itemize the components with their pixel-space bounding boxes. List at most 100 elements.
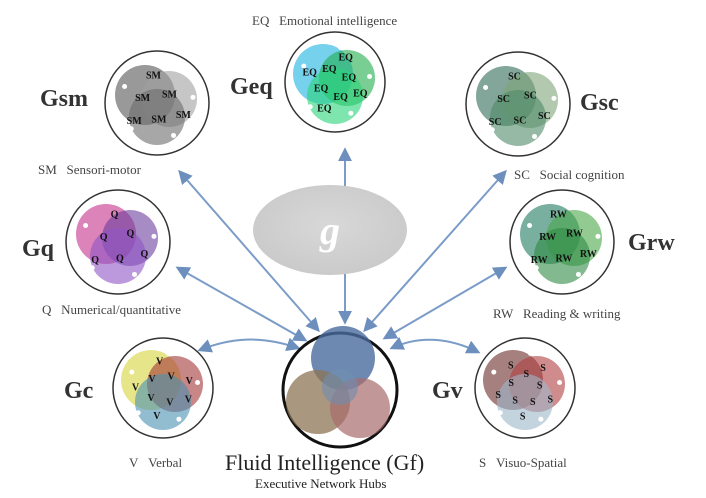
gq-dot bbox=[121, 203, 127, 209]
gq-inner-label: Q bbox=[116, 253, 124, 264]
center-subtitle: Executive Network Hubs bbox=[255, 476, 387, 491]
geq-inner-label: EQ bbox=[302, 67, 317, 78]
geq-dot bbox=[337, 44, 343, 50]
gsm-description: SM Sensori-motor bbox=[38, 162, 141, 177]
geq-blob-2 bbox=[307, 68, 363, 124]
gsm-dot bbox=[171, 132, 177, 138]
gc-blob-2 bbox=[135, 374, 191, 430]
gsm-dot bbox=[190, 94, 196, 100]
grw-inner-label: RW bbox=[550, 210, 567, 221]
center-title: Fluid Intelligence (Gf) bbox=[225, 450, 425, 475]
gsm-dot bbox=[160, 64, 166, 70]
gq-inner-label: Q bbox=[91, 255, 99, 266]
gsm-inner-label: SM bbox=[135, 93, 151, 104]
gc-inner-label: V bbox=[148, 374, 156, 385]
gsm-inner-label: SM bbox=[162, 90, 178, 101]
gsc-code: Gsc bbox=[580, 90, 619, 116]
gsm-inner-label: SM bbox=[127, 116, 143, 127]
gsc-dot bbox=[532, 133, 538, 139]
grw-dot bbox=[576, 271, 582, 277]
gv-inner-label: S bbox=[524, 369, 530, 380]
geq-inner-label: EQ bbox=[322, 64, 337, 75]
gq-dot bbox=[151, 233, 157, 239]
gsc-inner-label: SC bbox=[497, 94, 510, 105]
gc-inner-label: V bbox=[186, 376, 194, 387]
gc-dot bbox=[176, 416, 182, 422]
gc-dot bbox=[129, 369, 135, 375]
grw-inner-label: RW bbox=[555, 253, 572, 264]
gsc-dot bbox=[483, 84, 489, 90]
gf-hub-node bbox=[281, 326, 399, 449]
gc-inner-label: V bbox=[168, 371, 176, 382]
gq-inner-label: Q bbox=[127, 229, 135, 240]
gq-dot bbox=[83, 222, 89, 228]
gv-dot bbox=[538, 416, 544, 422]
gv-dot bbox=[557, 380, 563, 386]
gsc-inner-label: SC bbox=[538, 111, 551, 122]
gsc-dot bbox=[489, 127, 495, 133]
grw-description: RW Reading & writing bbox=[493, 306, 621, 321]
gq-description: Q Numerical/quantitative bbox=[42, 302, 181, 317]
gv-inner-label: S bbox=[548, 395, 554, 406]
gv-inner-label: S bbox=[537, 381, 543, 392]
gsm-code: Gsm bbox=[40, 86, 88, 112]
gsm-inner-label: SM bbox=[146, 71, 162, 82]
grw-dot bbox=[595, 233, 601, 239]
gsm-inner-label: SM bbox=[151, 114, 167, 125]
geq-dot bbox=[367, 74, 373, 80]
geq-dot bbox=[307, 104, 313, 110]
gc-inner-label: V bbox=[153, 411, 161, 422]
gsm-dot bbox=[122, 83, 128, 89]
gv-dot bbox=[527, 350, 533, 356]
connection-arrows bbox=[175, 147, 508, 354]
gsc-blob-2 bbox=[490, 90, 546, 146]
gsc-description: SC Social cognition bbox=[514, 167, 625, 182]
geq-code: Geq bbox=[230, 74, 273, 100]
grw-code: Grw bbox=[628, 230, 675, 256]
geq-inner-label: EQ bbox=[338, 53, 353, 64]
grw-inner-label: RW bbox=[580, 249, 597, 260]
gv-code: Gv bbox=[432, 378, 463, 404]
geq-dot bbox=[301, 63, 307, 69]
gv-inner-label: S bbox=[508, 360, 514, 371]
gsc-inner-label: SC bbox=[508, 72, 521, 83]
gq-blob-2 bbox=[90, 228, 146, 284]
gsc-dot bbox=[551, 95, 557, 101]
g-factor-blob: g bbox=[253, 185, 407, 275]
gv-dot bbox=[491, 369, 497, 375]
gv-inner-label: S bbox=[512, 395, 518, 406]
grw-inner-label: RW bbox=[566, 229, 583, 240]
geq-inner-label: EQ bbox=[317, 103, 332, 114]
grw-dot bbox=[533, 265, 539, 271]
gv-dot bbox=[497, 410, 503, 416]
gq-dot bbox=[132, 271, 138, 277]
gv-inner-label: S bbox=[540, 363, 546, 374]
arrow-gc bbox=[197, 337, 301, 353]
gv-inner-label: S bbox=[495, 390, 501, 401]
gv-blob-2 bbox=[497, 374, 553, 430]
gc-dot bbox=[135, 410, 141, 416]
geq-dot bbox=[348, 110, 354, 116]
geq-inner-label: EQ bbox=[353, 89, 368, 100]
gc-code: Gc bbox=[64, 378, 94, 404]
gq-dot bbox=[89, 265, 95, 271]
gsc-inner-label: SC bbox=[514, 115, 527, 126]
gq-inner-label: Q bbox=[111, 210, 119, 221]
grw-inner-label: RW bbox=[539, 232, 556, 243]
geq-inner-label: EQ bbox=[342, 72, 357, 83]
gv-inner-label: S bbox=[508, 378, 514, 389]
gc-description: V Verbal bbox=[129, 455, 183, 470]
gc-inner-label: V bbox=[185, 395, 193, 406]
grw-blob-2 bbox=[534, 228, 590, 284]
gsm-inner-label: SM bbox=[176, 110, 192, 121]
geq-description: EQ Emotional intelligence bbox=[252, 13, 398, 28]
gc-inner-label: V bbox=[147, 393, 155, 404]
geq-inner-label: EQ bbox=[314, 84, 329, 95]
gv-description: S Visuo-Spatial bbox=[479, 455, 567, 470]
